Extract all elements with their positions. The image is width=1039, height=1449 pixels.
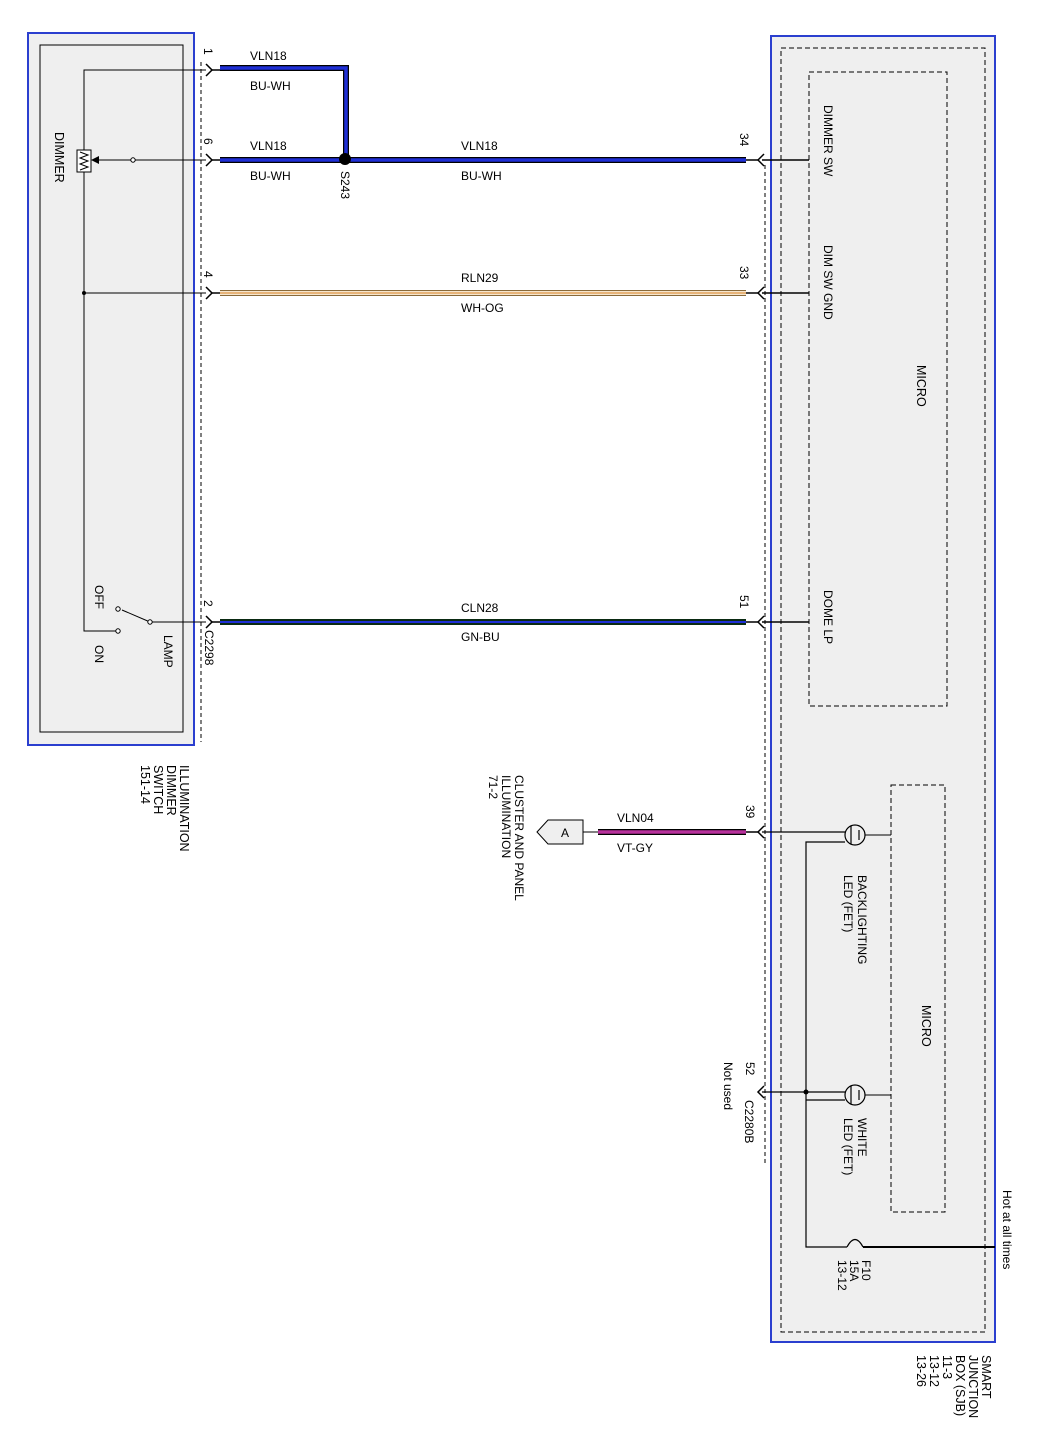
micro-top-label: MICRO bbox=[914, 365, 928, 407]
cluster-name: CLUSTER AND PANEL ILLUMINATION 71-2 bbox=[486, 775, 526, 901]
pin2-circuit-label: CLN28 bbox=[461, 601, 499, 615]
pin-39-number: 39 bbox=[743, 805, 757, 819]
left-pin-arrows bbox=[205, 63, 220, 629]
svg-text:151-14: 151-14 bbox=[138, 765, 152, 804]
vln04-circuit-label: VLN04 bbox=[617, 811, 654, 825]
pin-1-number: 1 bbox=[201, 48, 215, 55]
micro-top-box bbox=[808, 71, 948, 707]
fuse-label: F10 15A 13-12 bbox=[835, 1260, 873, 1291]
left-component-name: ILLUMINATION DIMMER SWITCH 151-14 bbox=[138, 765, 191, 852]
pin6-color-label-left: BU-WH bbox=[250, 169, 291, 183]
splice-label: S243 bbox=[338, 171, 352, 199]
pin4-circuit-label: RLN29 bbox=[461, 271, 499, 285]
svg-text:SMART: SMART bbox=[979, 1355, 993, 1399]
left-connector-id: C2298 bbox=[202, 630, 216, 666]
backlighting-led-icon bbox=[844, 824, 866, 846]
cluster-connector-icon bbox=[536, 819, 584, 845]
rail-junction-dot bbox=[803, 1089, 809, 1095]
pin-33-number: 33 bbox=[737, 266, 751, 280]
svg-text:JUNCTION: JUNCTION bbox=[966, 1355, 980, 1418]
svg-text:ILLUMINATION: ILLUMINATION bbox=[499, 775, 513, 858]
dim-sw-gnd-label: DIM SW GND bbox=[821, 245, 835, 320]
svg-text:13-12: 13-12 bbox=[835, 1260, 849, 1291]
illumination-dimmer-switch: DIMMER OFF ON LAMP C2298 ILLUMINATION DI… bbox=[27, 32, 216, 852]
splice-s243-dot bbox=[339, 153, 351, 165]
vln04-color-label: VT-GY bbox=[617, 841, 653, 855]
pin-34-number: 34 bbox=[737, 133, 751, 147]
on-label: ON bbox=[92, 645, 106, 663]
not-used-label: Not used bbox=[721, 1062, 735, 1110]
wire-pin1 bbox=[220, 65, 349, 158]
white-led-label-1: WHITE bbox=[855, 1118, 869, 1157]
svg-text:ILLUMINATION: ILLUMINATION bbox=[177, 765, 191, 852]
power-rail bbox=[805, 841, 847, 1248]
pin-51-number: 51 bbox=[737, 595, 751, 609]
svg-text:F10: F10 bbox=[859, 1260, 873, 1281]
dimmer-label: DIMMER bbox=[52, 132, 66, 183]
svg-text:SWITCH: SWITCH bbox=[151, 765, 165, 814]
pin2-arrow-icon bbox=[205, 615, 214, 629]
dimmer-return-line bbox=[83, 172, 120, 632]
svg-text:CLUSTER AND PANEL: CLUSTER AND PANEL bbox=[512, 775, 526, 901]
dimmer-junction-dot bbox=[82, 291, 86, 295]
cluster-connector-letter: A bbox=[561, 826, 569, 840]
wiper-arrow-icon bbox=[91, 156, 99, 164]
sjb-outer-box bbox=[770, 35, 996, 1343]
dimmer-potentiometer-icon bbox=[76, 149, 92, 173]
backlighting-label-2: LED (FET) bbox=[841, 875, 855, 932]
pin4-color-label: WH-OG bbox=[461, 301, 504, 315]
dimmer-contact-icon bbox=[130, 157, 136, 163]
pin4-arrow-icon bbox=[205, 286, 214, 300]
svg-text:BOX (SJB): BOX (SJB) bbox=[953, 1355, 967, 1416]
pin52-arrow-icon bbox=[756, 1085, 765, 1099]
svg-text:15A: 15A bbox=[847, 1260, 861, 1281]
right-pin-arrows bbox=[746, 153, 765, 1099]
fuse-icon bbox=[846, 1238, 864, 1248]
dimmer-feed-line bbox=[83, 69, 206, 150]
pin1-arrow-icon bbox=[205, 63, 214, 77]
pin6-color-label: BU-WH bbox=[461, 169, 502, 183]
pin-6-number: 6 bbox=[201, 138, 215, 145]
micro-bottom-label: MICRO bbox=[919, 1005, 933, 1047]
svg-text:11-3: 11-3 bbox=[940, 1355, 954, 1379]
backlighting-label-1: BACKLIGHTING bbox=[855, 875, 869, 964]
svg-text:13-12: 13-12 bbox=[927, 1355, 941, 1387]
lamp-label: LAMP bbox=[161, 635, 175, 668]
pin-2-number: 2 bbox=[201, 600, 215, 607]
right-component-name: SMART JUNCTION BOX (SJB) 11-3 13-12 13-2… bbox=[914, 1355, 993, 1418]
svg-text:71-2: 71-2 bbox=[486, 775, 500, 799]
right-connector-id: C2280B bbox=[742, 1100, 756, 1143]
off-label: OFF bbox=[92, 585, 106, 609]
svg-text:13-26: 13-26 bbox=[914, 1355, 928, 1387]
pin1-color-label: BU-WH bbox=[250, 79, 291, 93]
svg-text:DIMMER: DIMMER bbox=[164, 765, 178, 816]
smart-junction-box: MICRO MICRO DIMMER SW DIM SW GND DOME LP bbox=[721, 35, 1014, 1418]
pin6-circuit-label-left: VLN18 bbox=[250, 139, 287, 153]
white-led-icon bbox=[844, 1084, 866, 1106]
dimmer-sw-label: DIMMER SW bbox=[821, 105, 835, 177]
white-led-label-2: LED (FET) bbox=[841, 1118, 855, 1175]
micro-bottom-box bbox=[890, 784, 946, 1213]
pin1-circuit-label: VLN18 bbox=[250, 49, 287, 63]
dome-lp-label: DOME LP bbox=[821, 590, 835, 644]
pin-4-number: 4 bbox=[201, 271, 215, 278]
pin2-color-label: GN-BU bbox=[461, 630, 500, 644]
pin-52-number: 52 bbox=[743, 1062, 757, 1076]
pin6-circuit-label: VLN18 bbox=[461, 139, 498, 153]
hot-at-all-times-label: Hot at all times bbox=[1000, 1190, 1014, 1269]
pin6-arrow-icon bbox=[205, 153, 214, 167]
lamp-switch-icon bbox=[115, 606, 206, 634]
